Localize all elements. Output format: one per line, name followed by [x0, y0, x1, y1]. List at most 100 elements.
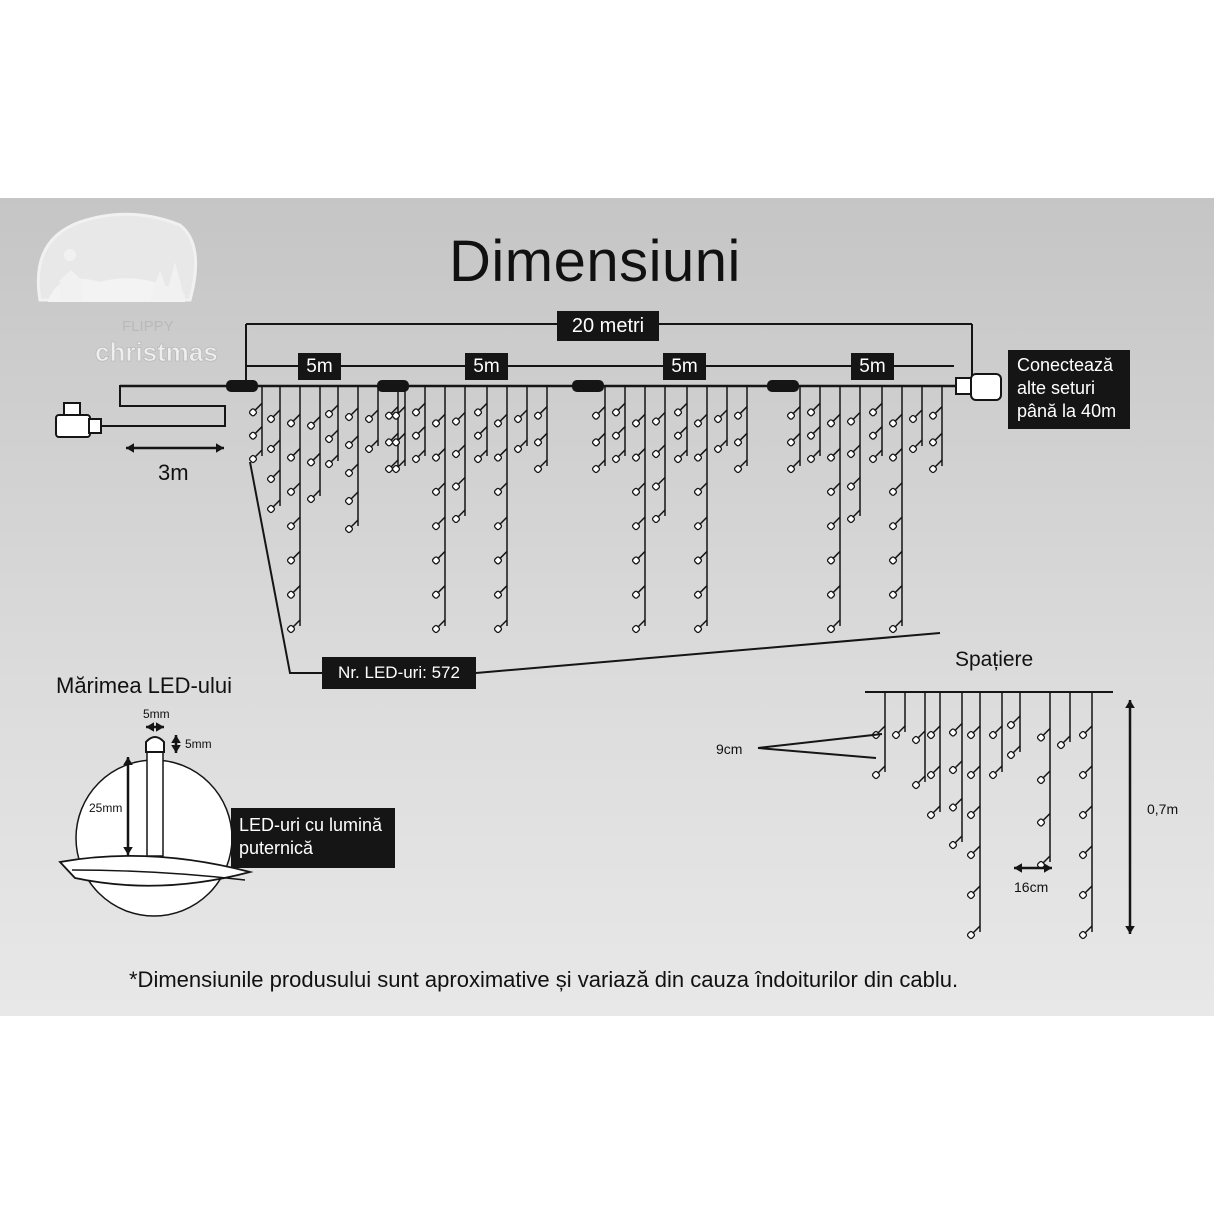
led-lead	[390, 459, 399, 468]
spacing-title: Spațiere	[955, 648, 1034, 671]
arrow-head	[156, 722, 164, 732]
led-lead	[519, 439, 528, 448]
led-bulb	[948, 803, 958, 812]
led-bulb	[391, 438, 401, 447]
led-bulb	[826, 453, 836, 462]
arrow-head	[171, 745, 181, 753]
led-bulb	[591, 411, 601, 420]
segment-coupler	[377, 380, 409, 392]
led-bulb	[431, 487, 441, 496]
diagram-title: Dimensiuni	[449, 229, 741, 294]
led-bulb	[248, 431, 258, 440]
led-lead	[350, 519, 359, 528]
led-bulb	[928, 438, 938, 447]
led-bulb	[868, 431, 878, 440]
led-bulb	[1078, 770, 1088, 780]
led-lead	[719, 409, 728, 418]
led-lead	[852, 509, 861, 518]
led-bulb	[908, 414, 918, 424]
led-lead	[699, 516, 708, 525]
led-bulb	[888, 522, 898, 531]
led-bulb	[1078, 930, 1088, 940]
led-bulb	[891, 730, 901, 740]
led-lead	[812, 402, 821, 411]
led-bulb	[473, 454, 483, 464]
twisted-cable	[58, 855, 254, 887]
led-bulb	[871, 770, 881, 780]
power-plug	[63, 402, 81, 416]
led-lead	[292, 448, 301, 457]
arrow-head	[1125, 700, 1135, 708]
led-lead	[699, 413, 708, 422]
led-lead	[637, 619, 646, 628]
led-bulb	[1006, 720, 1016, 730]
led-bulb	[948, 840, 958, 850]
segment-length-label: 5m	[851, 353, 894, 380]
flippy-christmas-logo: FLIPPY christmas	[36, 212, 218, 367]
led-lead	[739, 406, 748, 415]
led-bulb	[611, 454, 621, 464]
led-lead	[254, 449, 263, 458]
led-lead	[1062, 735, 1071, 744]
led-lead	[739, 432, 748, 441]
led-lead	[894, 413, 903, 422]
led-lead	[637, 585, 646, 594]
led-lead	[457, 476, 466, 486]
led-lead	[954, 797, 963, 807]
led-lead	[457, 509, 466, 518]
led-lead	[954, 722, 963, 732]
led-bulb	[806, 431, 816, 440]
led-lead	[792, 432, 801, 441]
led-bulb	[1006, 750, 1016, 760]
led-lead	[499, 448, 508, 457]
led-bulb	[493, 487, 503, 496]
led-lead	[499, 585, 508, 594]
led-lead	[417, 402, 426, 411]
led-bulb	[324, 459, 334, 469]
led-size-title: Mărimea LED-ului	[56, 673, 233, 698]
led-bulb	[286, 419, 296, 428]
led-bulb	[493, 419, 503, 428]
led-bulb	[926, 770, 936, 780]
led-bulb	[966, 850, 976, 860]
arrow-head	[1014, 863, 1022, 873]
led-bulb	[846, 482, 856, 491]
led-bulb	[966, 730, 976, 740]
led-bulb	[286, 453, 296, 462]
led-lead	[897, 725, 906, 734]
led-bulb	[631, 419, 641, 428]
led-bulb	[451, 482, 461, 491]
led-bulb	[908, 444, 918, 454]
led-bulb	[533, 411, 543, 420]
led-note-box: LED-uri cu lumină puternică	[231, 808, 395, 868]
led-lead	[954, 760, 963, 769]
led-bulb	[533, 438, 543, 447]
segment-length-label: 5m	[298, 353, 341, 380]
led-lead	[894, 550, 903, 559]
led-lead	[972, 925, 981, 934]
led-lead	[972, 725, 981, 734]
led-lead	[934, 432, 943, 441]
led-lead	[539, 406, 548, 415]
led-lead	[437, 585, 446, 594]
led-bulb	[673, 431, 683, 440]
led-lead	[272, 499, 281, 508]
led-lead	[972, 805, 981, 814]
led-bulb	[988, 730, 998, 740]
segment-coupler	[767, 380, 799, 392]
led-bulb	[888, 419, 898, 428]
led-lead	[894, 585, 903, 594]
led-lead	[874, 402, 883, 411]
led-lead	[417, 449, 426, 458]
led-bulb	[651, 514, 661, 524]
led-lead	[914, 439, 923, 448]
led-lead	[852, 444, 861, 453]
led-lead	[994, 725, 1003, 734]
led-lead	[312, 416, 321, 425]
led-lead	[679, 449, 688, 458]
led-bulb	[286, 556, 296, 565]
led-bulb	[286, 522, 296, 531]
led-lead	[499, 619, 508, 628]
led-lead	[657, 476, 666, 486]
led-lead	[832, 516, 841, 525]
